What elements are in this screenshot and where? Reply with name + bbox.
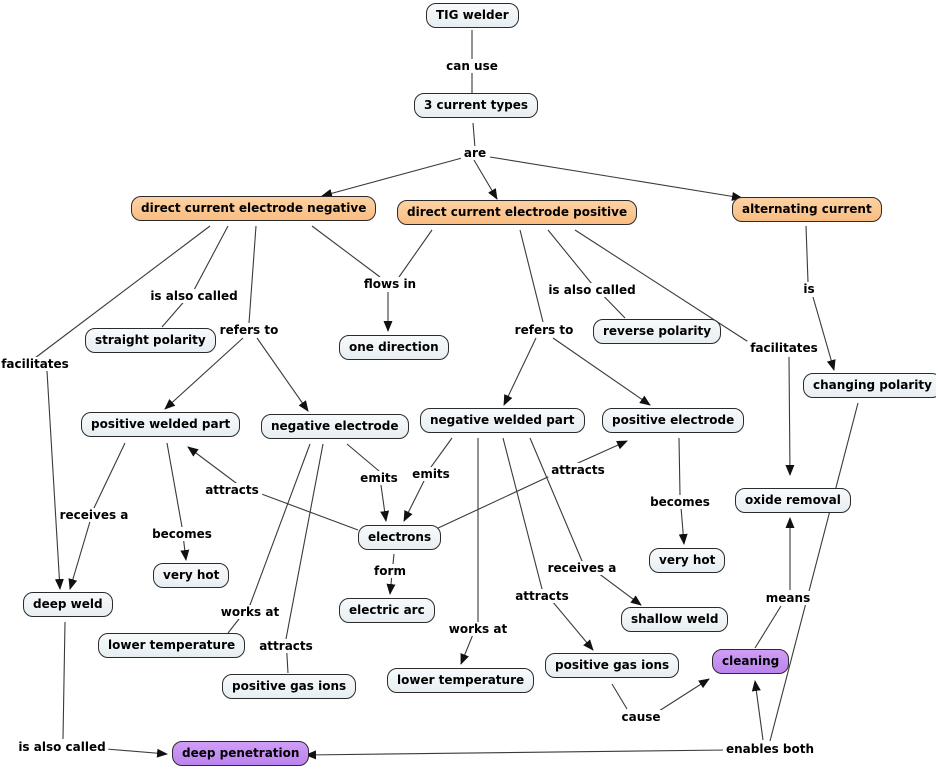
edge-label-cause[interactable]: cause	[618, 710, 664, 724]
edge-line	[248, 225, 257, 324]
edge-line	[321, 157, 463, 198]
edge-line	[166, 442, 190, 561]
node-current-types[interactable]: 3 current types	[414, 93, 539, 118]
edge-line	[105, 748, 168, 758]
edge-line	[519, 229, 544, 323]
edge-label-refers-to-2[interactable]: refers to	[511, 323, 577, 337]
edge-line	[611, 683, 628, 710]
node-positive-gas-ions-1[interactable]: positive gas ions	[222, 674, 357, 699]
edge-label-refers-to-1[interactable]: refers to	[216, 323, 282, 337]
edge-label-works-at-1[interactable]: works at	[217, 605, 283, 619]
edge-line	[769, 402, 859, 742]
edge-label-attracts-2[interactable]: attracts	[548, 463, 608, 477]
edge-line	[751, 680, 764, 741]
edge-label-flows-in[interactable]: flows in	[360, 277, 420, 291]
edge-line	[805, 225, 809, 283]
edge-line	[552, 337, 651, 406]
node-dcen[interactable]: direct current electrode negative	[131, 196, 377, 221]
edge-label-emits-2[interactable]: emits	[409, 467, 453, 481]
node-reverse-polarity[interactable]: reverse polarity	[593, 319, 722, 344]
edge-label-becomes-2[interactable]: becomes	[647, 495, 713, 509]
node-lower-temperature-1[interactable]: lower temperature	[98, 633, 246, 658]
node-negative-electrode[interactable]: negative electrode	[261, 414, 409, 439]
edge-line	[489, 156, 743, 201]
node-negative-welded-part[interactable]: negative welded part	[420, 408, 585, 433]
edge-line	[754, 605, 782, 649]
edge-line	[812, 296, 836, 371]
edge-label-can-use[interactable]: can use	[443, 59, 501, 73]
edge-line	[547, 229, 626, 319]
node-deep-penetration[interactable]: deep penetration	[172, 741, 310, 766]
node-straight-polarity[interactable]: straight polarity	[85, 328, 216, 353]
edge-label-is[interactable]: is	[800, 282, 818, 296]
edge-label-works-at-2[interactable]: works at	[445, 622, 511, 636]
edge-line	[785, 356, 795, 476]
edge-label-attracts-3[interactable]: attracts	[256, 639, 316, 653]
edge-line	[164, 337, 244, 410]
edge-line	[161, 225, 229, 328]
edge-line	[472, 122, 476, 149]
edge-label-receives-a-1[interactable]: receives a	[56, 508, 132, 522]
edge-line	[503, 337, 537, 406]
edge-label-emits-1[interactable]: emits	[357, 471, 401, 485]
edge-line	[311, 225, 381, 278]
edge-line	[34, 225, 211, 359]
edge-line	[256, 337, 309, 412]
node-electric-arc[interactable]: electric arc	[339, 598, 435, 623]
edge-line	[473, 159, 498, 200]
edge-line	[46, 370, 64, 590]
node-shallow-weld[interactable]: shallow weld	[621, 607, 729, 632]
node-oxide-removal[interactable]: oxide removal	[735, 488, 851, 513]
edge-label-is-also-called-3[interactable]: is also called	[15, 740, 109, 754]
edge-line	[62, 621, 66, 740]
node-very-hot-2[interactable]: very hot	[649, 548, 726, 573]
edge-line	[678, 437, 688, 545]
edge-line	[435, 440, 628, 530]
node-electrons[interactable]: electrons	[358, 525, 442, 550]
node-positive-electrode[interactable]: positive electrode	[602, 408, 745, 433]
edge-line	[398, 229, 433, 278]
edge-line	[305, 749, 728, 760]
edge-label-attracts-1[interactable]: attracts	[202, 483, 262, 497]
node-very-hot-1[interactable]: very hot	[153, 563, 230, 588]
edge-label-is-also-called-1[interactable]: is also called	[147, 289, 241, 303]
edge-label-form[interactable]: form	[371, 564, 409, 578]
edge-label-is-also-called-2[interactable]: is also called	[545, 283, 639, 297]
node-deep-weld[interactable]: deep weld	[23, 592, 113, 617]
edge-line	[574, 229, 751, 344]
edge-label-are[interactable]: are	[460, 146, 490, 160]
edge-line	[658, 678, 710, 712]
node-alternating-current[interactable]: alternating current	[732, 197, 882, 222]
edge-label-becomes-1[interactable]: becomes	[149, 527, 215, 541]
node-dcep[interactable]: direct current electrode positive	[397, 200, 638, 225]
node-cleaning[interactable]: cleaning	[712, 649, 790, 674]
edge-label-means[interactable]: means	[762, 591, 814, 605]
node-positive-gas-ions-2[interactable]: positive gas ions	[545, 653, 680, 678]
edge-label-attracts-4[interactable]: attracts	[512, 589, 572, 603]
node-positive-welded-part[interactable]: positive welded part	[81, 412, 241, 437]
node-changing-polarity[interactable]: changing polarity	[803, 373, 936, 398]
edge-label-receives-a-2[interactable]: receives a	[544, 561, 620, 575]
node-lower-temperature-2[interactable]: lower temperature	[387, 668, 535, 693]
node-tig-welder[interactable]: TIG welder	[426, 3, 519, 28]
node-one-direction[interactable]: one direction	[339, 335, 449, 360]
edge-label-facilitates-2[interactable]: facilitates	[747, 341, 821, 355]
edge-label-facilitates-1[interactable]: facilitates	[0, 357, 72, 371]
edge-label-enables-both[interactable]: enables both	[722, 742, 818, 756]
